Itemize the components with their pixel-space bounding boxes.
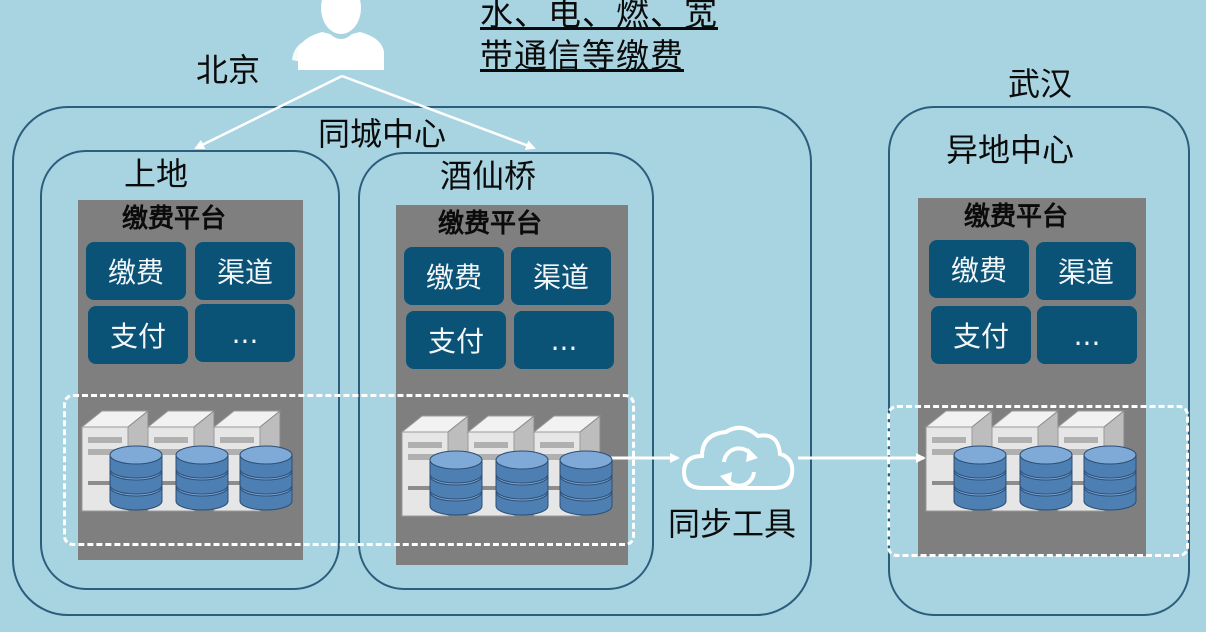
module-pay: 支付 [406,311,506,369]
payment-types-line2: 带通信等缴费 [480,36,684,75]
module-more: ... [195,304,295,362]
region-beijing [12,106,812,616]
city-label-wuhan: 武汉 [1008,65,1073,103]
module-channel: 渠道 [511,247,611,305]
remote-database-cluster [887,405,1189,557]
module-more: ... [514,311,614,369]
city-label-beijing: 北京 [196,51,261,89]
database-icon [239,445,293,511]
center-label-remote: 异地中心 [946,131,1075,169]
module-channel: 渠道 [1036,242,1136,300]
user-to-jiuxianqiao-arrow [341,74,536,150]
database-icon [559,450,613,516]
platform-title: 缴费平台 [438,209,543,239]
server-database-icons [400,414,613,518]
database-icon [1083,445,1137,511]
module-pay: 支付 [88,306,188,364]
module-channel: 渠道 [195,242,295,300]
database-icon [953,445,1007,511]
user-to-shangdi-arrow [194,74,343,150]
database-icon [175,445,229,511]
platform-title: 缴费平台 [122,204,227,234]
site-jiuxianqiao [358,152,654,590]
server-group-wuhan [924,405,1156,519]
server-database-icons [924,409,1137,513]
cloud-sync-icon [681,425,795,490]
database-icon [429,450,483,516]
site-label-jiuxianqiao: 酒仙桥 [440,157,537,195]
database-icon [109,445,163,511]
module-payment: 缴费 [929,240,1029,298]
center-label-same-city: 同城中心 [318,115,447,153]
user-icon [292,0,384,70]
module-more: ... [1037,306,1137,364]
server-group-shangdi [80,405,312,519]
region-wuhan [888,106,1190,616]
shared-database-cluster [63,394,635,546]
site-label-shangdi: 上地 [124,155,189,193]
module-payment: 缴费 [404,247,504,305]
server-group-jiuxianqiao [400,410,632,524]
module-payment: 缴费 [86,242,186,300]
payment-types-line1: 水、电、燃、宽 [480,0,718,33]
sync-tool-label: 同步工具 [668,505,797,543]
server-database-icons [80,409,293,513]
module-pay: 支付 [931,306,1031,364]
platform-title: 缴费平台 [964,202,1069,232]
database-icon [1019,445,1073,511]
site-shangdi [40,150,340,590]
database-icon [495,450,549,516]
